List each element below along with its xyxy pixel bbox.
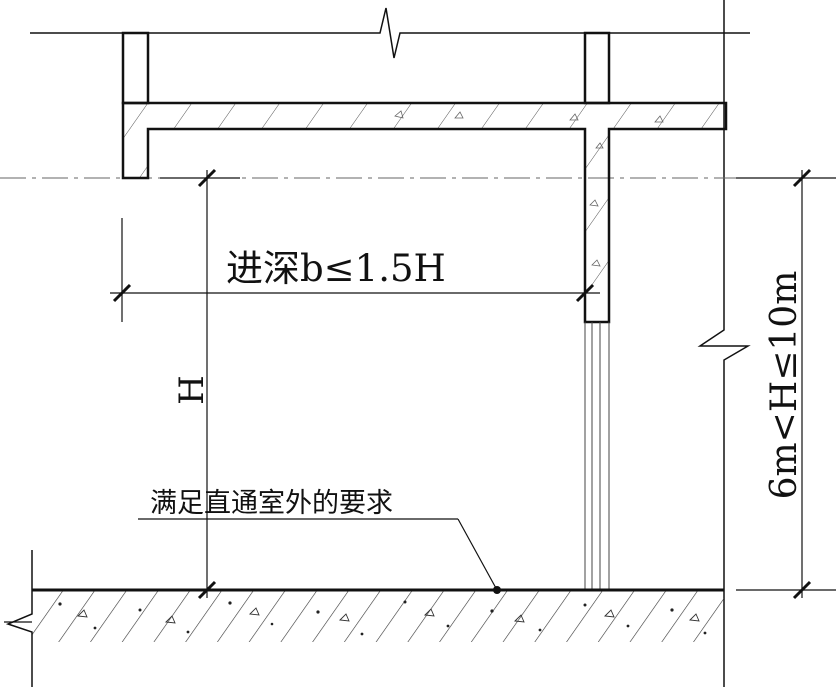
depth-dimension <box>110 218 600 322</box>
right-break-line <box>697 0 751 687</box>
door-frame-lines <box>584 322 610 590</box>
ground-slab <box>32 588 724 642</box>
depth-label: 进深b≤1.5H <box>226 247 446 290</box>
ground-note-leader <box>138 518 501 594</box>
height-range-dimension <box>736 168 836 600</box>
height-label: H <box>172 375 212 405</box>
right-parapet-post <box>583 31 611 105</box>
ground-note-label: 满足直通室外的要求 <box>150 488 393 519</box>
top-break-line <box>30 7 750 59</box>
left-break-line <box>5 550 33 687</box>
left-parapet-post <box>121 31 150 105</box>
height-range-label: 6m<H≤10m <box>764 271 805 500</box>
